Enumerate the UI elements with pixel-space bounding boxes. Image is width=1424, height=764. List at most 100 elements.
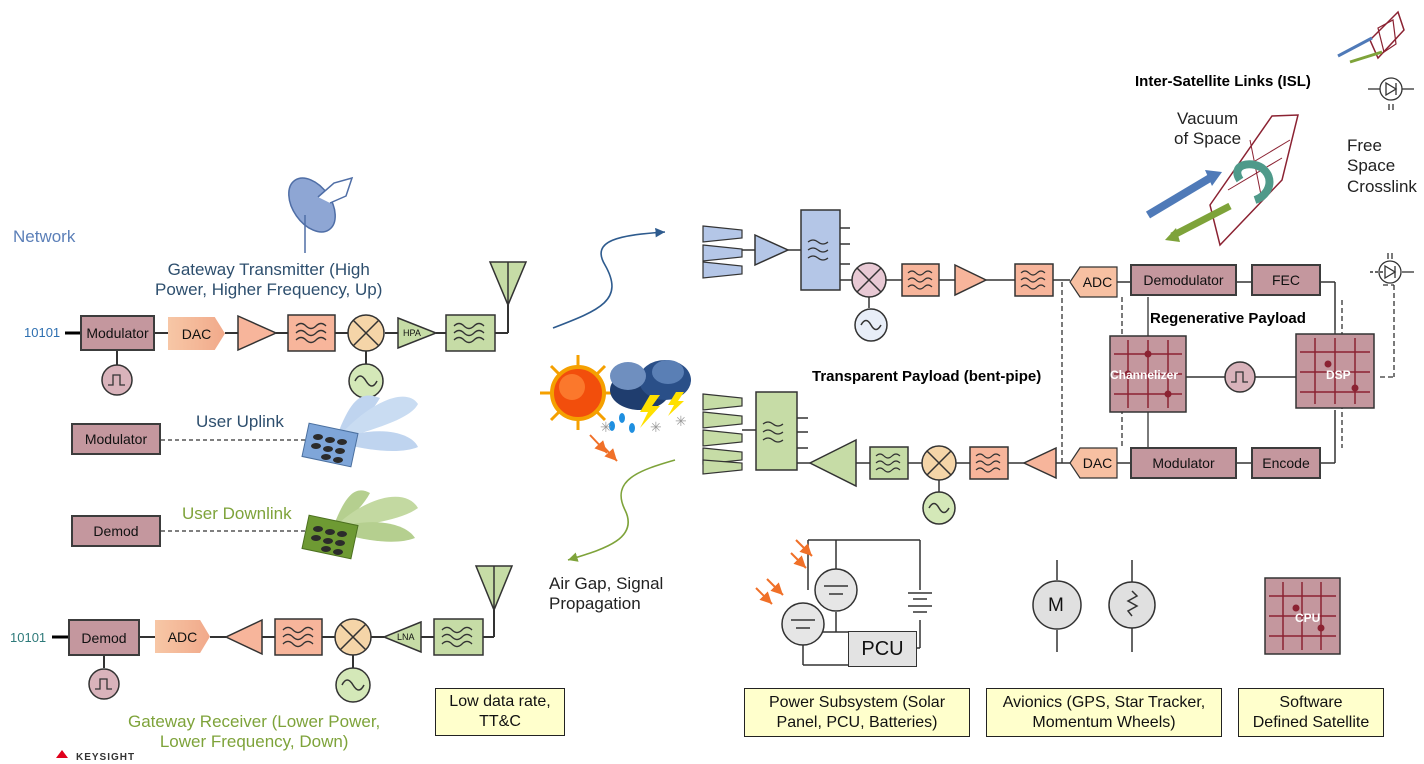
sds-line1: Software xyxy=(1279,693,1343,711)
chain-grid-links xyxy=(1147,297,1336,448)
keysight-logo-mark xyxy=(56,750,68,758)
svg-text:✳: ✳ xyxy=(675,413,687,429)
pcu-block: PCU xyxy=(848,631,917,667)
gateway-transmitter-line2: Power, Higher Frequency, Up) xyxy=(155,280,383,300)
downlink-demod-block: Demod xyxy=(71,515,161,547)
sat-tx-mixer-icon xyxy=(921,445,957,481)
rx-filter-icon xyxy=(274,618,323,656)
sat-rx-oscillator-icon xyxy=(854,308,888,342)
isl-satellite-icon xyxy=(1145,114,1299,247)
power-subsystem-line1: Power Subsystem (Solar xyxy=(768,693,946,711)
avionics-line1: Avionics (GPS, Star Tracker, xyxy=(1002,693,1206,711)
battery-icon xyxy=(908,592,932,613)
isl-small-satellite-icon xyxy=(1337,10,1405,64)
rx-mixer-icon xyxy=(334,618,372,656)
tx-bits-label: 10101 xyxy=(24,325,61,340)
free-space-label: Free Space Crosslink xyxy=(1347,136,1417,197)
sat-tx-hpa-icon xyxy=(808,438,857,488)
regenerative-payload-title: Regenerative Payload xyxy=(1150,310,1306,327)
gateway-receiver-label: Gateway Receiver (Lower Power, Lower Fre… xyxy=(128,712,380,753)
photodiode-icon-top xyxy=(1368,77,1414,110)
air-gap-label: Air Gap, Signal Propagation xyxy=(549,574,663,615)
rx-amplifier-icon xyxy=(224,618,263,656)
rx-demod-block: Demod xyxy=(68,619,140,656)
sun-icon xyxy=(540,355,616,430)
uplink-beam-icon xyxy=(301,395,418,468)
momentum-wheel-motor-icon xyxy=(1032,560,1082,652)
sat-rx-demux-icon xyxy=(800,209,841,291)
channelizer-grid xyxy=(1109,335,1187,413)
sat-upper-wiring xyxy=(742,227,1383,330)
rx-clock-icon xyxy=(88,668,120,700)
dsp-label: DSP xyxy=(1326,368,1351,382)
vacuum-line1: Vacuum xyxy=(1177,109,1239,128)
tx-amplifier-icon xyxy=(237,314,278,352)
rx-bits-label: 10101 xyxy=(10,630,47,645)
hpa-amplifier-icon xyxy=(397,316,439,350)
low-data-rate-line1: Low data rate, xyxy=(449,693,551,710)
gateway-rx-chain xyxy=(52,610,495,668)
air-gap-line1: Air Gap, Signal xyxy=(549,574,664,593)
sat-rx-mixer-icon xyxy=(851,262,887,298)
power-subsystem-schematic xyxy=(802,539,921,666)
network-label: Network xyxy=(13,227,76,246)
free-space-line1: Free xyxy=(1347,136,1382,155)
star-tracker-sensor-icon xyxy=(1108,560,1156,652)
sat-tx-horns xyxy=(702,393,743,475)
hpa-label: HPA xyxy=(403,328,421,338)
avionics-note: Avionics (GPS, Star Tracker, Momentum Wh… xyxy=(986,688,1222,737)
uplink-modulator-block: Modulator xyxy=(71,423,161,455)
sat-rx-filter1-icon xyxy=(901,263,940,297)
rx-oscillator-icon xyxy=(335,667,371,703)
sat-fec-block: FEC xyxy=(1251,264,1321,296)
svg-text:✳: ✳ xyxy=(600,419,612,435)
sat-rx-filter2-icon xyxy=(1014,263,1054,297)
motor-label: M xyxy=(1048,595,1064,616)
gateway-tx-chain xyxy=(65,305,509,365)
user-uplink-label: User Uplink xyxy=(196,412,284,431)
satellite-dish-icon xyxy=(288,176,354,253)
solar-cell-icon-1 xyxy=(814,568,858,612)
sat-tx-oscillator-icon xyxy=(922,491,956,525)
sat-demodulator-block: Demodulator xyxy=(1130,264,1237,296)
downlink-propagation-arrow xyxy=(567,459,676,562)
keysight-logo-text: KEYSIGHT xyxy=(76,752,136,763)
power-sun-rays-arrows xyxy=(755,539,813,605)
tx-modulator-block: Modulator xyxy=(80,315,155,351)
rx-antenna-icon xyxy=(474,565,514,612)
svg-text:✳: ✳ xyxy=(650,419,662,435)
uplink-propagation-arrow xyxy=(552,227,666,329)
power-subsystem-line2: Panel, PCU, Batteries) xyxy=(776,713,938,731)
storm-cloud-icon: ✳ ✳ ✳ xyxy=(600,360,691,435)
sds-line2: Defined Satellite xyxy=(1252,713,1370,731)
sat-adc-shape xyxy=(1069,266,1118,298)
transparent-payload-title: Transparent Payload (bent-pipe) xyxy=(812,368,1042,385)
free-space-line3: Crosslink xyxy=(1347,176,1417,196)
tx-clock-icon xyxy=(101,364,133,396)
regen-clock-icon xyxy=(1186,361,1296,393)
tx-output-filter-icon xyxy=(445,314,496,352)
air-gap-line2: Propagation xyxy=(549,594,641,614)
lna-amplifier-icon xyxy=(382,620,422,654)
dsp-grid xyxy=(1295,333,1375,409)
sat-tx-filter2-icon xyxy=(969,446,1009,480)
sat-rx-horns xyxy=(702,225,743,279)
avionics-line2: Momentum Wheels) xyxy=(1032,713,1176,731)
software-defined-satellite-note: Software Defined Satellite xyxy=(1238,688,1384,737)
gateway-receiver-line2: Lower Frequency, Down) xyxy=(159,732,349,752)
free-space-line2: Space xyxy=(1347,156,1396,176)
tx-filter-icon xyxy=(287,314,336,352)
gateway-receiver-line1: Gateway Receiver (Lower Power, xyxy=(128,712,381,731)
vacuum-line2: of Space xyxy=(1174,129,1242,149)
sat-encode-block: Encode xyxy=(1251,447,1321,479)
gateway-transmitter-line1: Gateway Transmitter (High xyxy=(167,260,370,279)
low-data-rate-note: Low data rate, TT&C xyxy=(435,688,565,736)
sat-dac-shape xyxy=(1069,447,1118,479)
gateway-transmitter-label: Gateway Transmitter (High Power, Higher … xyxy=(155,260,382,301)
sat-tx-driver-icon xyxy=(1022,446,1057,480)
sat-dac-label: DAC xyxy=(1082,455,1113,471)
cpu-label: CPU xyxy=(1295,611,1321,625)
tx-dac-block: DAC xyxy=(168,317,225,350)
tx-oscillator-icon xyxy=(348,363,384,399)
